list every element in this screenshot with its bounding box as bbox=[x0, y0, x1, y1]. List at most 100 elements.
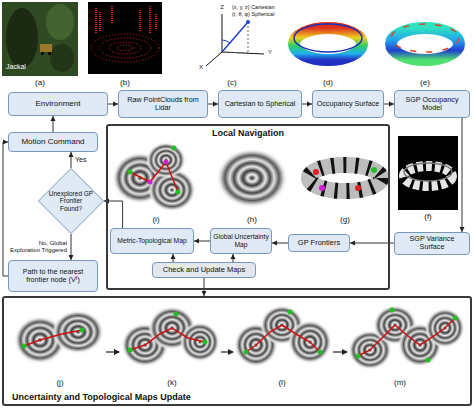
gp-frontiers-surface bbox=[371, 167, 377, 173]
metric-topological-map bbox=[148, 180, 153, 185]
map-update-sequence bbox=[356, 354, 361, 359]
connector bbox=[69, 234, 74, 260]
map-update-sequence bbox=[52, 310, 104, 354]
global-uncertainty-map bbox=[216, 148, 288, 208]
connector bbox=[171, 254, 176, 262]
figure-label: (j) bbox=[56, 379, 63, 388]
edge-label: Yes bbox=[74, 156, 87, 164]
robot-scene bbox=[48, 52, 51, 55]
map-update-sequence bbox=[453, 316, 458, 321]
metric-topological-map bbox=[112, 142, 196, 212]
arrow-head bbox=[231, 254, 236, 259]
map-update-sequence bbox=[130, 328, 205, 350]
lidar-pointcloud bbox=[88, 2, 162, 74]
process-box: Motion Command bbox=[8, 132, 98, 152]
robot-scene bbox=[41, 52, 44, 55]
map-update-sequence bbox=[358, 318, 455, 356]
process-box: Environment bbox=[8, 92, 108, 116]
node-label: Motion Command bbox=[19, 137, 86, 146]
connector bbox=[272, 241, 288, 246]
coordinate-axes bbox=[222, 22, 248, 52]
figure-label: (b) bbox=[120, 79, 130, 88]
connector bbox=[231, 254, 236, 262]
robot-scene bbox=[46, 4, 74, 40]
connector-line bbox=[350, 243, 394, 244]
metric-topological-map bbox=[130, 162, 178, 192]
connector bbox=[202, 278, 207, 296]
figure-label: (i) bbox=[152, 216, 159, 225]
map-update-sequence bbox=[14, 305, 465, 370]
sgp-variance-surface bbox=[398, 136, 458, 210]
lidar-pointcloud bbox=[109, 42, 141, 54]
process-box: Occupancy Surface bbox=[312, 90, 384, 118]
figure-label: (e) bbox=[420, 79, 430, 88]
map-update-sequence bbox=[22, 344, 27, 349]
sgp-variance-surface bbox=[398, 136, 458, 210]
node-label: Check and Update Maps bbox=[161, 266, 248, 275]
connector bbox=[302, 102, 312, 107]
connector bbox=[384, 102, 394, 107]
lidar-pointcloud bbox=[91, 34, 159, 62]
edge-label: No, Global Exploration Triggered bbox=[8, 240, 68, 253]
process-box: Check and Update Maps bbox=[152, 262, 256, 278]
map-update-sequence bbox=[288, 310, 293, 315]
map-update-sequence bbox=[174, 312, 179, 317]
map-update-sequence bbox=[180, 322, 220, 362]
gp-frontiers-surface bbox=[309, 165, 381, 191]
occupancy-surface bbox=[288, 2, 368, 74]
figure-label: (g) bbox=[340, 216, 350, 225]
occupancy-surface bbox=[294, 24, 362, 52]
sgp-variance-surface bbox=[404, 163, 452, 181]
figure-label: (x, y, z) Cartesian bbox=[232, 4, 275, 10]
sgp-occupancy-model bbox=[391, 24, 459, 52]
coordinate-axes bbox=[222, 14, 223, 52]
arrow-head bbox=[194, 239, 199, 244]
node-label: Raw PointClouds from Lidar bbox=[119, 96, 207, 113]
metric-topological-map bbox=[172, 146, 177, 151]
sgp-occupancy-model bbox=[385, 2, 465, 74]
panel-title: Uncertainty and Topological Maps Update bbox=[10, 392, 193, 402]
diamond-shape bbox=[39, 169, 104, 234]
map-update-sequence bbox=[244, 350, 249, 355]
connector bbox=[350, 241, 394, 246]
map-update-sequence bbox=[106, 351, 119, 352]
connector bbox=[51, 116, 56, 132]
coordinate-axes bbox=[222, 40, 230, 43]
coordinate-axes bbox=[206, 52, 222, 66]
node-label: Global Uncertainty Map bbox=[211, 233, 271, 249]
coordinate-axes bbox=[222, 52, 264, 54]
arrow-head bbox=[350, 241, 355, 246]
map-update-sequence bbox=[128, 348, 133, 353]
node-label: SGP Occupancy Model bbox=[395, 96, 469, 113]
lidar-pointcloud bbox=[117, 45, 133, 51]
metric-topological-map bbox=[176, 190, 181, 195]
connector bbox=[208, 102, 218, 107]
lidar-pointcloud bbox=[96, 6, 156, 34]
map-update-sequence bbox=[390, 308, 395, 313]
robot-scene bbox=[40, 44, 52, 52]
figure-label: (h) bbox=[247, 216, 257, 225]
figure-label: Jackal bbox=[6, 63, 26, 71]
figure-label: (a) bbox=[35, 79, 45, 88]
sgp-variance-surface bbox=[404, 166, 452, 186]
connector bbox=[194, 239, 210, 244]
metric-topological-map bbox=[128, 170, 133, 175]
sgp-occupancy-model bbox=[391, 28, 459, 60]
coordinate-axes bbox=[222, 52, 248, 53]
gp-frontiers-surface bbox=[313, 169, 319, 175]
map-update-sequence bbox=[203, 340, 208, 345]
figure-label: (c) bbox=[227, 79, 236, 88]
robot-scene bbox=[50, 44, 74, 72]
global-uncertainty-map bbox=[216, 148, 288, 208]
coordinate-axes bbox=[248, 22, 249, 53]
map-update-sequence bbox=[426, 358, 431, 363]
process-box: GP Frontiers bbox=[288, 234, 350, 252]
figure-label: X bbox=[199, 64, 203, 71]
node-label: Environment bbox=[34, 99, 83, 108]
node-label: GP Frontiers bbox=[296, 239, 342, 248]
map-update-sequence bbox=[221, 351, 233, 352]
map-update-sequence bbox=[333, 351, 347, 352]
lidar-pointcloud bbox=[88, 2, 162, 74]
coordinate-axes bbox=[206, 14, 264, 66]
